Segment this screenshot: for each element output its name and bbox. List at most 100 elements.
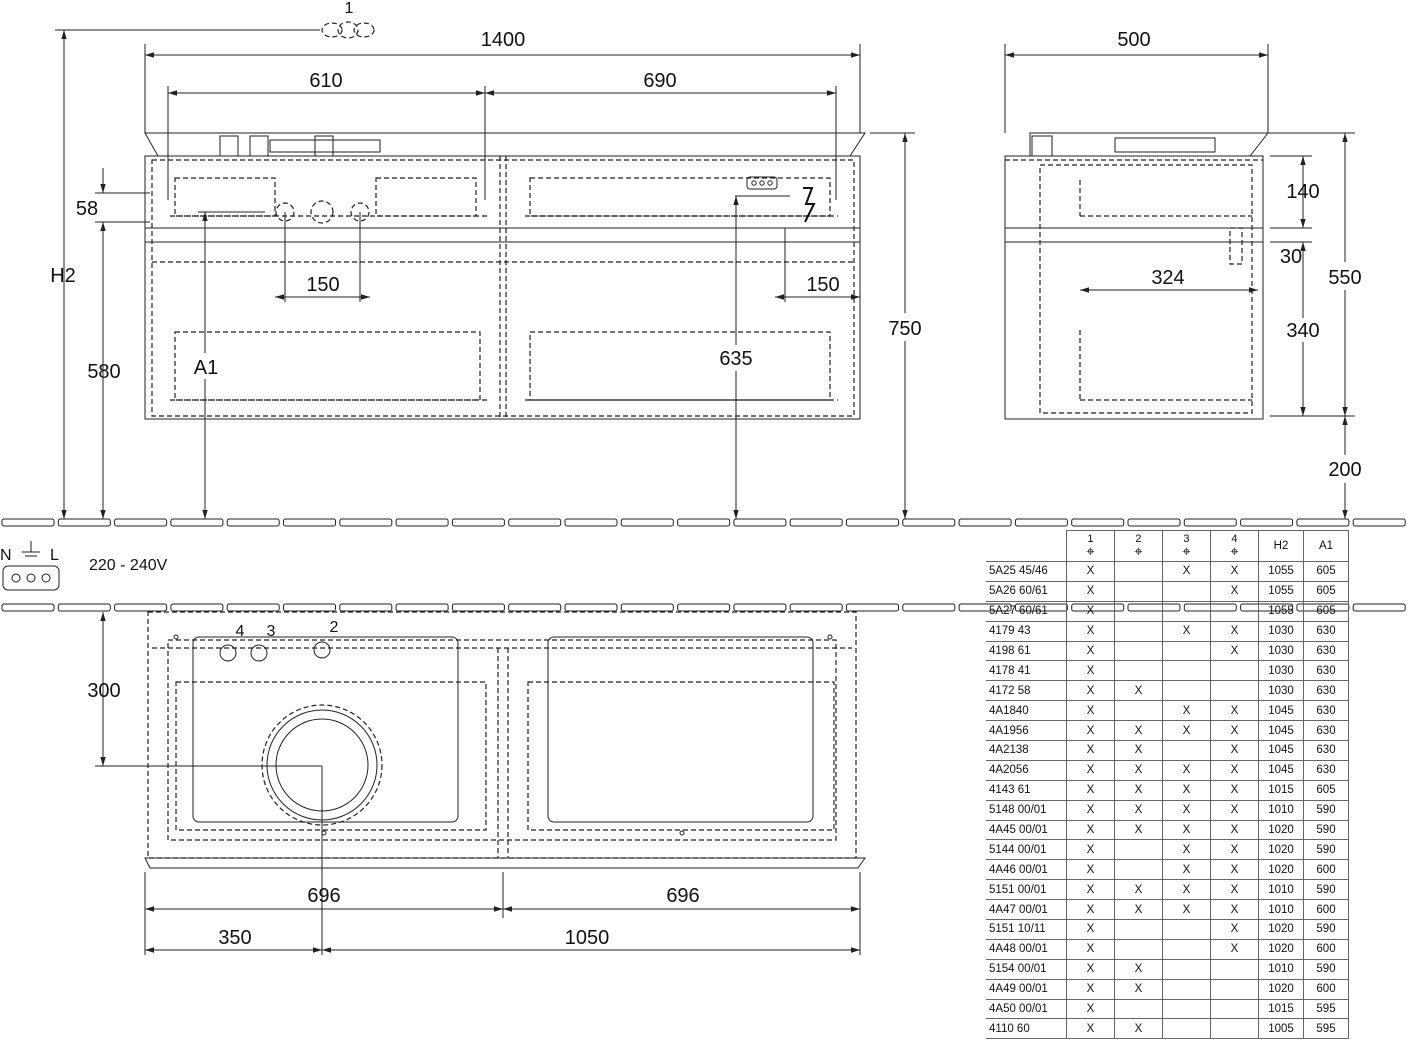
pipe-symbol-1-icon bbox=[321, 21, 375, 39]
callout-4: 4 bbox=[236, 623, 245, 640]
dim-cabinet-height: 550 bbox=[1328, 267, 1361, 289]
table-cell-mark: X bbox=[1210, 879, 1259, 901]
table-cell-value: 1055 bbox=[1258, 600, 1304, 622]
table-cell-value: 590 bbox=[1303, 879, 1349, 901]
table-cell-model: 4A1956 bbox=[986, 720, 1067, 742]
callout-3: 3 bbox=[267, 623, 276, 640]
dim-drawer-bottom: 340 bbox=[1286, 320, 1319, 342]
table-cell-mark: X bbox=[1066, 580, 1115, 602]
dim-height-635: 635 bbox=[719, 348, 752, 370]
table-cell-value: 630 bbox=[1303, 680, 1349, 702]
table-cell-mark bbox=[1210, 1018, 1259, 1040]
floor-segment bbox=[114, 603, 168, 612]
table-cell-mark bbox=[1114, 998, 1163, 1020]
table-cell-mark bbox=[1162, 660, 1211, 682]
floor-segment bbox=[226, 603, 280, 612]
label-h2: H2 bbox=[50, 265, 76, 287]
table-cell-mark: X bbox=[1066, 998, 1115, 1020]
table-cell-value: 1045 bbox=[1258, 740, 1304, 761]
floor-segment bbox=[226, 518, 280, 527]
table-cell-mark: X bbox=[1210, 779, 1259, 801]
table-cell-value: 1015 bbox=[1258, 998, 1304, 1020]
floor-segment bbox=[564, 518, 618, 527]
table-cell-mark: X bbox=[1162, 700, 1211, 722]
table-cell-mark bbox=[1114, 561, 1163, 582]
table-cell-mark bbox=[1210, 978, 1259, 1000]
table-cell-mark bbox=[1162, 580, 1211, 602]
table-cell-model: 5A25 45/46 bbox=[986, 561, 1067, 582]
table-cell-value: 1030 bbox=[1258, 680, 1304, 702]
table-cell-value: 605 bbox=[1303, 561, 1349, 582]
table-cell-mark bbox=[1210, 660, 1259, 682]
table-cell-mark bbox=[1114, 620, 1163, 642]
table-cell-mark bbox=[1162, 680, 1211, 702]
floor-segment bbox=[677, 603, 731, 612]
table-cell-mark: X bbox=[1114, 1018, 1163, 1040]
table-cell-mark bbox=[1162, 600, 1211, 622]
dim-offset-58: 58 bbox=[76, 198, 98, 220]
phase-n-label: N bbox=[0, 547, 12, 564]
floor-segment bbox=[902, 518, 956, 527]
table-cell-value: 590 bbox=[1303, 819, 1349, 841]
floor-segment bbox=[846, 518, 899, 527]
table-cell-mark bbox=[1162, 938, 1211, 960]
floor-line bbox=[1, 518, 1406, 527]
table-cell-mark bbox=[1114, 600, 1163, 622]
table-cell-value: 1010 bbox=[1258, 799, 1304, 821]
table-cell-mark bbox=[1114, 660, 1163, 682]
table-cell-mark bbox=[1114, 859, 1163, 881]
front-view: 1400 610 690 1 H2 58 580 A1 bbox=[50, 0, 928, 519]
table-cell-mark: X bbox=[1066, 640, 1115, 662]
table-cell-model: 5144 00/01 bbox=[986, 839, 1067, 861]
dim-half-right: 696 bbox=[666, 885, 699, 907]
table-cell-mark bbox=[1162, 958, 1211, 980]
table-cell-value: 1010 bbox=[1258, 899, 1304, 921]
electric-hazard-icon bbox=[803, 187, 816, 223]
table-cell-model: 4A1840 bbox=[986, 700, 1067, 722]
callout-2: 2 bbox=[330, 619, 339, 636]
table-header-4: 4⌖ bbox=[1210, 530, 1259, 562]
table-cell-model: 4A46 00/01 bbox=[986, 859, 1067, 881]
table-cell-mark: X bbox=[1066, 680, 1115, 702]
table-cell-mark: X bbox=[1066, 759, 1115, 781]
table-cell-value: 630 bbox=[1303, 640, 1349, 662]
dim-offset-350: 350 bbox=[218, 927, 251, 949]
table-header-3: 3⌖ bbox=[1162, 530, 1211, 562]
table-cell-value: 630 bbox=[1303, 740, 1349, 761]
table-cell-value: 1030 bbox=[1258, 660, 1304, 682]
dim-height-300: 300 bbox=[87, 680, 120, 702]
floor-segment bbox=[283, 518, 336, 527]
table-cell-value: 605 bbox=[1303, 600, 1349, 622]
floor-segment bbox=[733, 518, 787, 527]
table-cell-value: 1005 bbox=[1258, 1018, 1304, 1040]
dim-gap: 30 bbox=[1280, 246, 1302, 268]
table-cell-mark: X bbox=[1162, 779, 1211, 801]
table-cell-value: 1020 bbox=[1258, 859, 1304, 881]
table-cell-mark bbox=[1114, 640, 1163, 662]
table-cell-value: 1020 bbox=[1258, 938, 1304, 960]
table-cell-mark: X bbox=[1210, 700, 1259, 722]
floor-segment bbox=[57, 518, 111, 527]
table-cell-mark: X bbox=[1066, 879, 1115, 901]
floor-segment bbox=[170, 603, 224, 612]
table-cell-mark: X bbox=[1162, 879, 1211, 901]
dim-height-750: 750 bbox=[888, 318, 921, 340]
table-cell-value: 1020 bbox=[1258, 919, 1304, 940]
floor-segment bbox=[339, 518, 393, 527]
table-cell-mark: X bbox=[1210, 720, 1259, 742]
table-cell-value: 1045 bbox=[1258, 720, 1304, 742]
table-cell-value: 605 bbox=[1303, 580, 1349, 602]
table-cell-model: 4172 58 bbox=[986, 680, 1067, 702]
table-cell-model: 4198 61 bbox=[986, 640, 1067, 662]
